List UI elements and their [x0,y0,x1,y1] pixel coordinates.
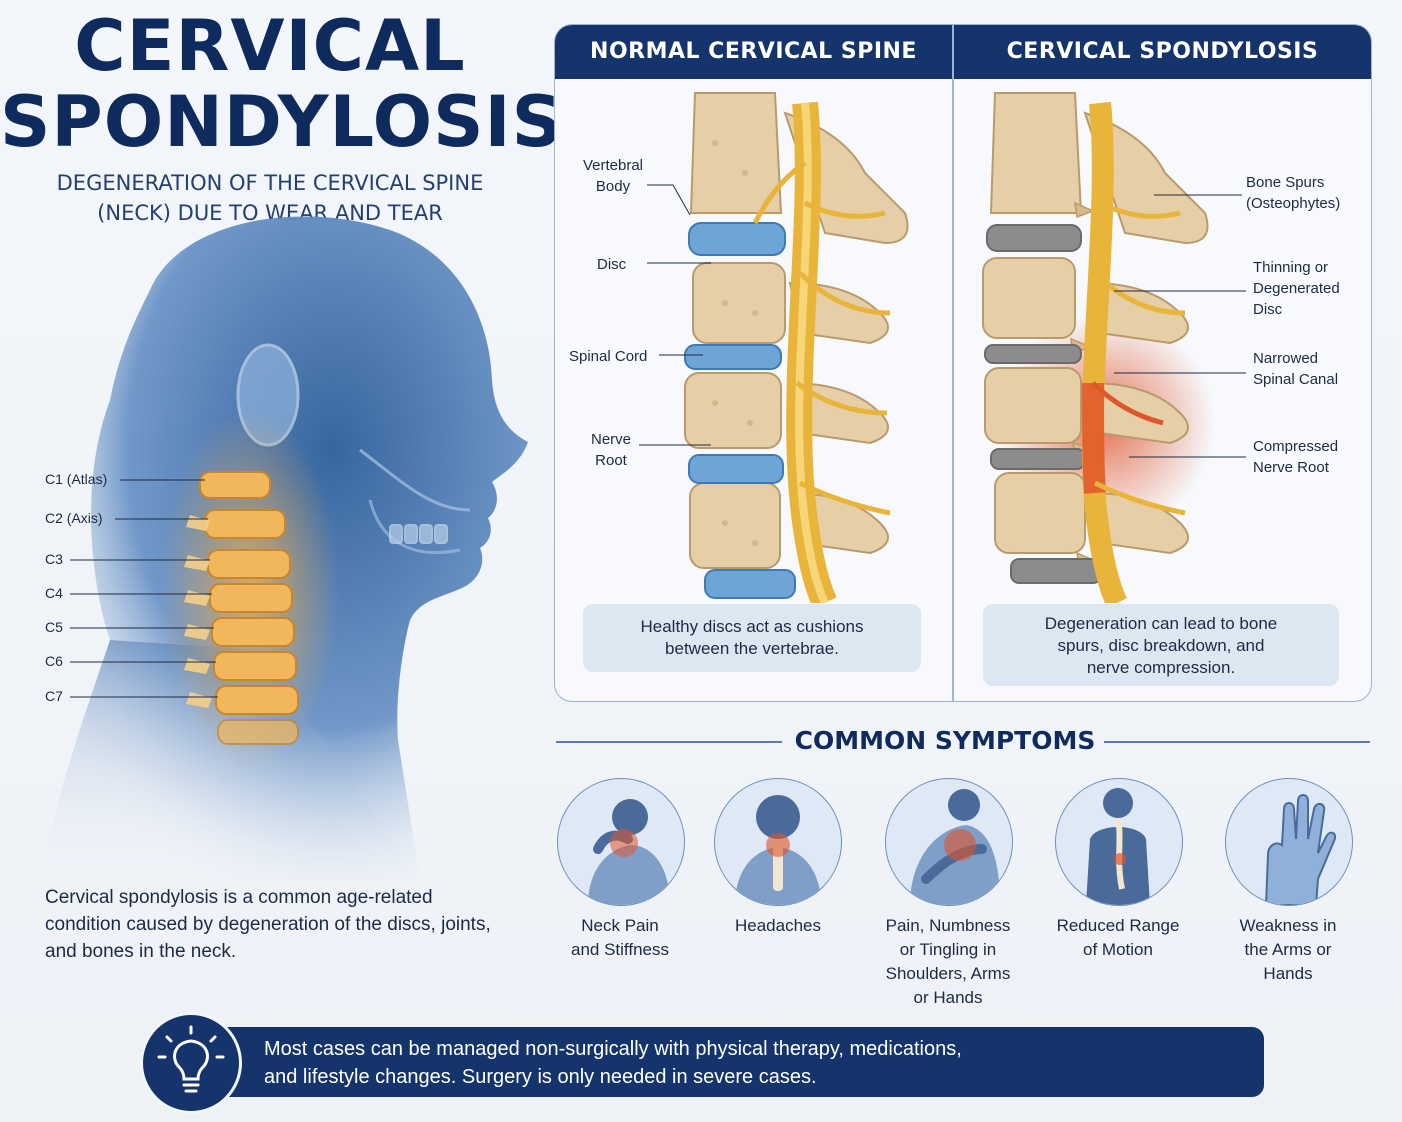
condition-description: Cervical spondylosis is a common age-rel… [45,887,491,962]
symptoms-rule-left [556,741,782,743]
lightbulb-icon [140,1012,242,1114]
label-disc: Disc [597,256,627,273]
symptom-4-l2: of Motion [1083,940,1153,959]
normal-caption-l2: between the vertebrae. [665,639,839,658]
label-thinning-l3: Disc [1253,301,1283,318]
label-bone-spurs: Bone Spurs (Osteophytes) [1246,172,1340,214]
spondylosis-spine-illustration [982,92,1215,603]
panel-header [555,25,1371,79]
symptom-1-l1: Neck Pain [581,916,659,935]
symptom-5-l3: Hands [1263,964,1313,983]
label-c4: C4 [45,585,63,601]
symptom-5-l1: Weakness in [1239,916,1337,935]
symptom-range-label: Reduced Range of Motion [1038,914,1198,962]
title-line-2: SPONDYLOSIS [0,81,564,163]
symptom-4-l1: Reduced Range [1056,916,1180,935]
symptom-tingling-label: Pain, Numbness or Tingling in Shoulders,… [868,914,1028,1010]
spondylosis-title: CERVICAL SPONDYLOSIS [1006,39,1319,64]
normal-leader-lines [639,184,711,446]
comparison-panel: NORMAL CERVICAL SPINE CERVICAL SPONDYLOS… [554,24,1372,702]
symptom-range-of-motion [1055,778,1183,906]
info-banner [210,1027,1264,1097]
cervical-vertebrae [199,471,299,745]
symptom-headaches [714,778,842,906]
symptom-3-l2: or Tingling in [899,940,997,959]
panel-divider [952,25,954,701]
spondylosis-leader-lines [1114,194,1246,458]
label-bone-spurs-l2: (Osteophytes) [1246,195,1341,212]
banner-text: Most cases can be managed non-surgically… [264,1035,1054,1091]
label-compressed-l2: Nerve Root [1253,459,1329,476]
symptom-weakness [1225,778,1353,906]
symptom-neck-pain-label: Neck Pain and Stiffness [540,914,700,962]
normal-spine-title: NORMAL CERVICAL SPINE [590,39,917,64]
label-c7: C7 [45,688,63,704]
banner-line-1: Most cases can be managed non-surgically… [264,1038,962,1060]
label-nerve-root-l1: Nerve [591,431,632,448]
page-title: CERVICAL SPONDYLOSIS [0,5,564,163]
label-narrowed-canal: Narrowed Spinal Canal [1253,348,1338,390]
label-nerve-root: Nerve Root [591,429,631,471]
label-compressed-l1: Compressed [1253,438,1339,455]
symptom-3-l4: or Hands [913,988,983,1007]
label-thinning-l1: Thinning or [1253,259,1329,276]
label-compressed-nerve: Compressed Nerve Root [1253,436,1338,478]
symptom-1-l2: and Stiffness [571,940,669,959]
spondylosis-caption-l2: spurs, disc breakdown, and [1057,636,1265,655]
spondylosis-caption: Degeneration can lead to bone spurs, dis… [983,604,1339,686]
label-c2: C2 (Axis) [45,510,103,526]
normal-caption-l1: Healthy discs act as cushions [640,617,864,636]
lightbulb-glyph [157,1025,225,1093]
title-line-1: CERVICAL [74,5,466,87]
label-c6: C6 [45,653,63,669]
label-vertebral-body-l2: Body [595,178,631,195]
label-vertebral-body-l1: Vertebral [582,157,644,174]
label-c1: C1 (Atlas) [45,471,108,487]
tingling-icon [910,789,1000,905]
label-nerve-root-l2: Root [595,452,627,469]
label-vertebral-body: Vertebral Body [577,155,649,197]
label-bone-spurs-l1: Bone Spurs [1246,174,1325,191]
label-narrowed-l2: Spinal Canal [1253,371,1339,388]
normal-caption: Healthy discs act as cushions between th… [583,604,921,672]
banner-line-2: and lifestyle changes. Surgery is only n… [264,1066,817,1088]
label-narrowed-l1: Narrowed [1253,350,1319,367]
label-c3: C3 [45,551,63,567]
page-subtitle: DEGENERATION OF THE CERVICAL SPINE (NECK… [0,168,540,228]
symptom-5-l2: the Arms or [1244,940,1332,959]
symptoms-rule-right [1104,741,1370,743]
headache-icon [735,795,821,905]
spondylosis-caption-l3: nerve compression. [1086,658,1236,677]
head-xray-illustration [40,216,528,880]
label-thinning-l2: Degenerated [1253,280,1340,297]
label-thinning-disc: Thinning or Degenerated Disc [1253,257,1340,320]
spondylosis-caption-l1: Degeneration can lead to bone [1044,614,1278,633]
neck-pain-icon [588,799,670,905]
subtitle-line-1: DEGENERATION OF THE CERVICAL SPINE [56,171,484,195]
symptom-weakness-label: Weakness in the Arms or Hands [1208,914,1368,986]
symptoms-title: COMMON SYMPTOMS [794,726,1096,755]
symptom-3-l3: Shoulders, Arms [885,964,1011,983]
normal-spine-illustration [684,92,909,603]
symptom-3-l1: Pain, Numbness [885,916,1011,935]
symptom-tingling [885,778,1013,906]
symptom-neck-pain [557,778,685,906]
weak-hand-icon [1264,794,1336,905]
symptom-headaches-label: Headaches [698,914,858,938]
label-c5: C5 [45,619,63,635]
symptom-2-l1: Headaches [734,916,821,935]
label-spinal-cord: Spinal Cord [569,348,648,365]
range-of-motion-icon [1086,788,1150,905]
